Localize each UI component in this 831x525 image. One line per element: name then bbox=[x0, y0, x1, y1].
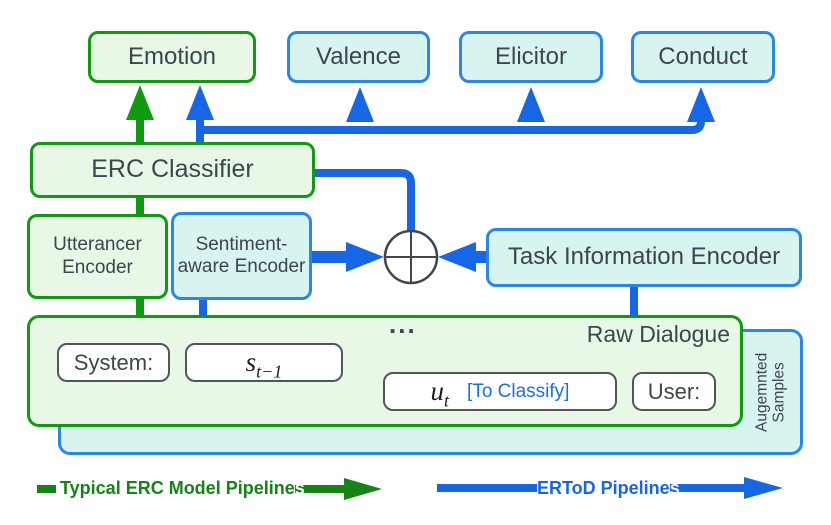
output-label: Emotion bbox=[127, 42, 217, 70]
legend-ertod-pipeline: ERToD Pipelines bbox=[537, 478, 680, 499]
user-turn-label: User: bbox=[647, 378, 701, 404]
prev-system-utterance-chip: st−1 bbox=[185, 343, 343, 382]
legend-erc-text: Typical ERC Model Pipeline bbox=[60, 478, 295, 498]
legend-erc-pipeline: Typical ERC Model Pipelines bbox=[60, 478, 305, 499]
to-valence-arrowhead bbox=[346, 87, 374, 122]
erc-classifier-box: ERC Classifier bbox=[30, 142, 315, 198]
augmented-samples-label: Augemnted Samples bbox=[753, 352, 788, 432]
to-elicitor-arrowhead bbox=[517, 87, 545, 122]
raw-dialogue-title: Raw Dialogue bbox=[586, 321, 730, 347]
output-box-emotion: Emotion bbox=[88, 31, 256, 83]
system-turn-chip: System: bbox=[57, 343, 170, 382]
to-emotion-blue-arrowhead bbox=[186, 85, 214, 120]
output-label: Elicitor bbox=[494, 42, 567, 70]
aggregator-plus-circle-icon bbox=[383, 229, 439, 285]
system-turn-label: System: bbox=[73, 349, 154, 375]
erc-to-aggregator-elbow bbox=[315, 169, 415, 231]
to-classify-tag: [To Classify] bbox=[467, 380, 570, 402]
sentiment-encoder-box: Sentiment-aware Encoder bbox=[171, 212, 312, 300]
user-turn-chip: User: bbox=[632, 372, 716, 411]
dialogue-ellipsis: ... bbox=[389, 309, 417, 339]
augmented-samples-label-area: Augemnted Samples bbox=[742, 332, 800, 452]
output-label: Conduct bbox=[658, 42, 748, 70]
legend-ertod-text: ERToD Pipeline bbox=[537, 478, 670, 498]
output-label: Valence bbox=[316, 42, 401, 70]
sentiment-to-aggregator-arrowhead bbox=[346, 242, 384, 272]
outputs-bus-line bbox=[200, 118, 705, 134]
to-conduct-arrowhead bbox=[687, 87, 715, 122]
erc-classifier-label: ERC Classifier bbox=[91, 155, 254, 184]
task-information-encoder-box: Task Information Encoder bbox=[486, 228, 802, 287]
output-box-elicitor: Elicitor bbox=[459, 31, 603, 83]
prev-utterance-symbol: st−1 bbox=[245, 347, 283, 382]
utterance-encoder-label: Utterancer Encoder bbox=[53, 234, 142, 278]
utterance-encoder-box: Utterancer Encoder bbox=[27, 214, 168, 299]
task-to-aggregator-arrowhead bbox=[438, 242, 476, 272]
task-information-encoder-label: Task Information Encoder bbox=[507, 243, 781, 271]
legend-ertod-suffix: s bbox=[669, 478, 680, 498]
legend-erc-suffix: s bbox=[294, 478, 305, 498]
output-box-conduct: Conduct bbox=[631, 31, 775, 83]
current-utterance-symbol: ut bbox=[430, 376, 450, 411]
sentiment-encoder-label: Sentiment-aware Encoder bbox=[177, 233, 306, 277]
erc-to-emotion-arrowhead bbox=[126, 85, 154, 120]
output-box-valence: Valence bbox=[287, 31, 430, 83]
current-user-utterance-chip: ut [To Classify] bbox=[383, 372, 617, 411]
